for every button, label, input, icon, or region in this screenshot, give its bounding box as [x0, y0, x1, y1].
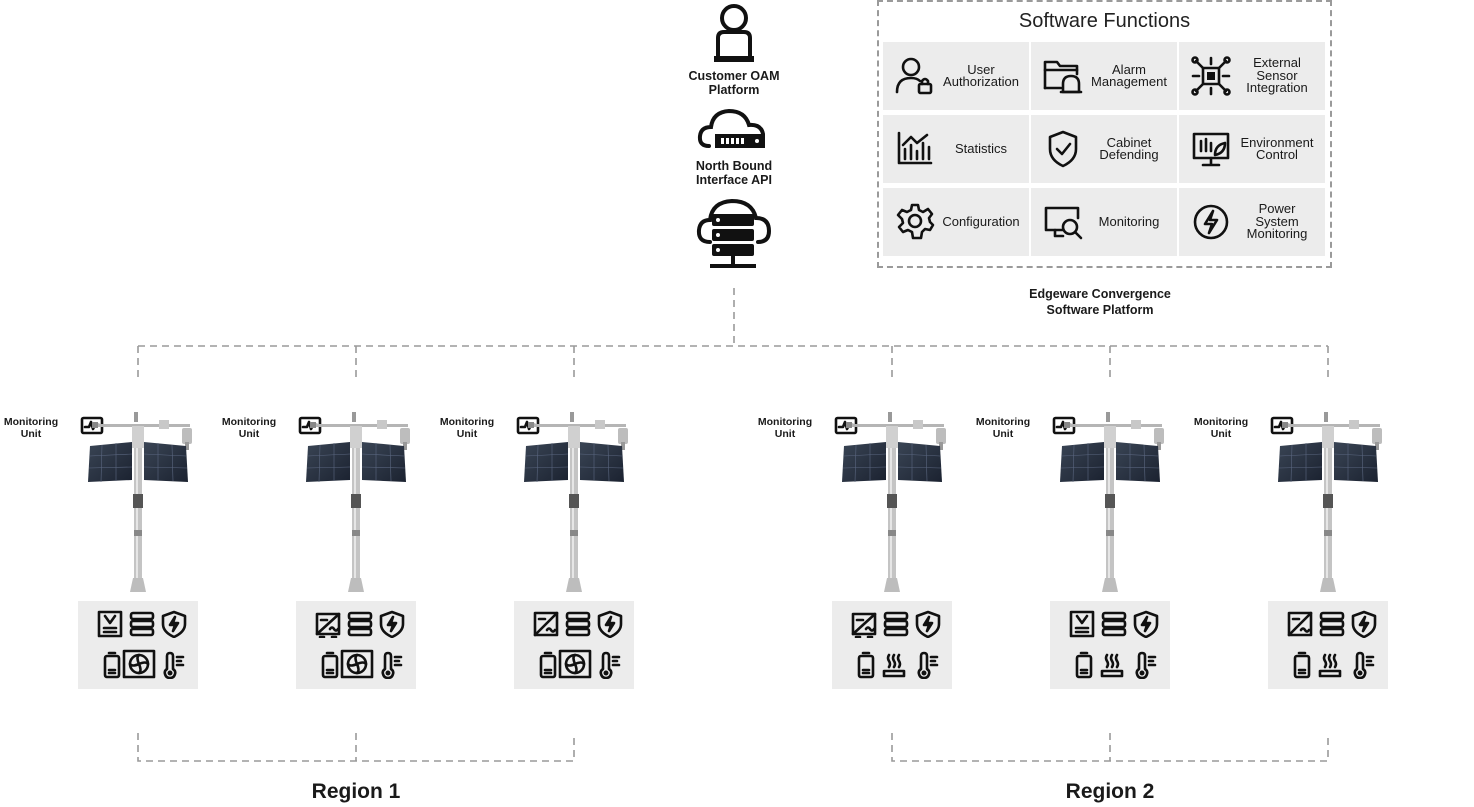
function-environment-control: Environment Control [1179, 115, 1325, 183]
gear-icon [893, 200, 937, 244]
thermometer-icon [912, 651, 940, 684]
solar-pole-image [1060, 412, 1180, 597]
inverter-icon [532, 610, 560, 643]
battery-stack-icon [1318, 610, 1346, 643]
person-laptop-icon [714, 4, 754, 62]
thermometer-icon [594, 651, 622, 684]
function-alarm-management: Alarm Management [1031, 42, 1177, 110]
power-bolt-icon [1189, 200, 1233, 244]
solar-pole-image [524, 412, 644, 597]
battery-stack-icon [128, 610, 156, 643]
battery-icon [1288, 651, 1316, 684]
monitoring-unit-label: Monitoring Unit [439, 416, 495, 440]
user-lock-icon [893, 54, 937, 98]
surge-protection-icon [914, 610, 942, 643]
inverter-icon [1068, 610, 1096, 643]
battery-icon [1070, 651, 1098, 684]
monitoring-unit-label: Monitoring Unit [975, 416, 1031, 440]
monitoring-unit-label: Monitoring Unit [3, 416, 59, 440]
customer-oam-platform-label: Customer OAM Platform [688, 69, 780, 97]
function-cabinet-defending: Cabinet Defending [1031, 115, 1177, 183]
battery-stack-icon [564, 610, 592, 643]
monitoring-unit-label: Monitoring Unit [757, 416, 813, 440]
function-power-system-monitoring: Power System Monitoring [1179, 188, 1325, 256]
function-statistics: Statistics [883, 115, 1029, 183]
site-equipment-panel [832, 601, 952, 689]
thermometer-icon [376, 651, 404, 684]
surge-protection-icon [378, 610, 406, 643]
monitoring-unit-label: Monitoring Unit [1193, 416, 1249, 440]
battery-stack-icon [882, 610, 910, 643]
fan-icon [122, 649, 156, 684]
site-equipment-panel [1050, 601, 1170, 689]
inverter-icon [850, 610, 878, 643]
region-2-label: Region 2 [1065, 780, 1155, 803]
surge-protection-icon [1350, 610, 1378, 643]
fan-icon [340, 649, 374, 684]
surge-protection-icon [1132, 610, 1160, 643]
solar-pole-image [306, 412, 426, 597]
function-label: Power System Monitoring [1246, 201, 1308, 242]
function-label: User Authorization [943, 61, 1019, 89]
site-equipment-panel [514, 601, 634, 689]
edgeware-platform-caption: Edgeware Convergence Software Platform [1029, 287, 1171, 317]
cloud-server-icon [696, 198, 772, 268]
surge-protection-icon [160, 610, 188, 643]
battery-icon [852, 651, 880, 684]
heater-icon [880, 651, 908, 684]
inverter-icon [96, 610, 124, 643]
surge-protection-icon [596, 610, 624, 643]
battery-icon [98, 651, 126, 684]
solar-pole-image [842, 412, 962, 597]
monitoring-unit-label: Monitoring Unit [221, 416, 277, 440]
monitor-search-icon [1041, 200, 1085, 244]
battery-icon [316, 651, 344, 684]
north-bound-interface-label: North Bound Interface API [695, 159, 773, 187]
solar-pole-image [1278, 412, 1398, 597]
cloud-router-icon [697, 108, 765, 148]
function-label: Environment Control [1240, 134, 1314, 162]
function-label: Configuration [942, 213, 1020, 229]
battery-icon [534, 651, 562, 684]
solar-pole-image [88, 412, 208, 597]
function-external-sensor-integration: External Sensor Integration [1179, 42, 1325, 110]
function-user-authorization: User Authorization [883, 42, 1029, 110]
inverter-icon [1286, 610, 1314, 643]
function-monitoring: Monitoring [1031, 188, 1177, 256]
function-configuration: Configuration [883, 188, 1029, 256]
function-label: Statistics [954, 140, 1007, 156]
thermometer-icon [1348, 651, 1376, 684]
environment-monitor-icon [1189, 127, 1233, 171]
heater-icon [1098, 651, 1126, 684]
inverter-icon [314, 610, 342, 643]
software-functions-panel: Software Functions [877, 0, 1332, 268]
site-equipment-panel [1268, 601, 1388, 689]
heater-icon [1316, 651, 1344, 684]
sensor-chip-icon [1189, 54, 1233, 98]
function-label: Alarm Management [1091, 61, 1167, 89]
software-functions-title: Software Functions [1018, 10, 1191, 32]
function-label: External Sensor Integration [1246, 55, 1308, 96]
site-equipment-panel [296, 601, 416, 689]
fan-icon [558, 649, 592, 684]
alarm-folder-icon [1041, 54, 1085, 98]
function-label: Cabinet Defending [1099, 134, 1159, 162]
shield-check-icon [1041, 127, 1085, 171]
battery-stack-icon [346, 610, 374, 643]
region-1-label: Region 1 [311, 780, 401, 803]
battery-stack-icon [1100, 610, 1128, 643]
statistics-chart-icon [893, 127, 937, 171]
thermometer-icon [1130, 651, 1158, 684]
site-equipment-panel [78, 601, 198, 689]
function-label: Monitoring [1098, 213, 1160, 229]
thermometer-icon [158, 651, 186, 684]
